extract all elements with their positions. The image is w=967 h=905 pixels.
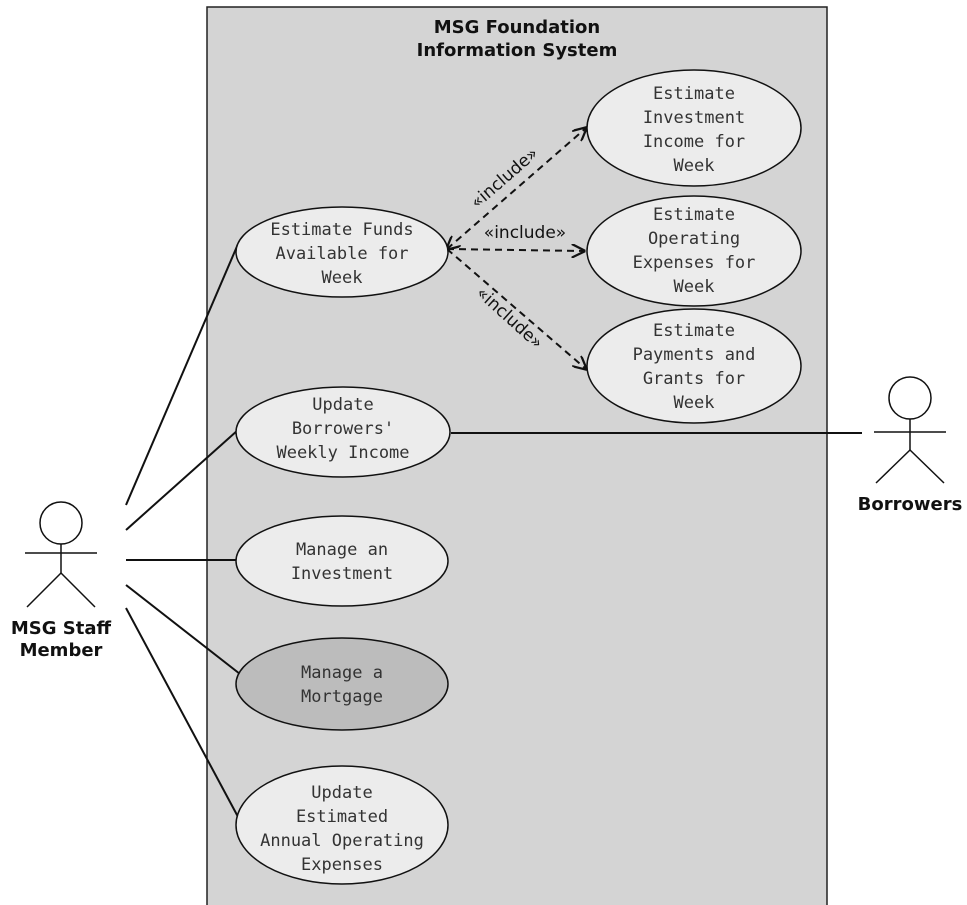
assoc-manage-mortgage [125, 584, 241, 675]
staff-associations [125, 243, 245, 829]
uc-payments-grants-l2: Payments and [633, 345, 756, 365]
usecase-estimate-operating-expenses[interactable] [586, 195, 802, 307]
use-case-labels: Estimate Funds Available for Week Update… [260, 84, 755, 875]
staff-actor-label-line2: Member [20, 640, 103, 661]
system-title-line2: Information System [417, 40, 618, 61]
assoc-update-borrowers [125, 429, 239, 531]
use-cases [235, 69, 802, 885]
uc-investment-income-l1: Estimate [653, 84, 735, 104]
uc-investment-income-l4: Week [674, 156, 715, 176]
staff-actor-leg-right [60, 572, 96, 608]
uc-investment-income-l3: Income for [643, 132, 745, 152]
uc-update-expenses-l2: Estimated [296, 807, 388, 827]
borrowers-actor-leg-left [875, 449, 911, 484]
usecase-update-borrowers-income[interactable] [235, 386, 451, 478]
include-arrows [447, 128, 586, 369]
borrowers-actor-label: Borrowers [858, 494, 963, 515]
uc-update-borrowers-l1: Update [312, 395, 373, 415]
uc-estimate-funds-l1: Estimate Funds [270, 220, 413, 240]
uc-payments-grants-l3: Grants for [643, 369, 745, 389]
uc-payments-grants-l1: Estimate [653, 321, 735, 341]
usecase-manage-mortgage[interactable] [235, 637, 449, 731]
borrowers-actor-figure [874, 376, 946, 484]
staff-actor-head [39, 501, 83, 545]
uc-estimate-funds-l3: Week [322, 268, 363, 288]
assoc-update-expenses [125, 607, 245, 829]
uc-investment-income-l2: Investment [643, 108, 745, 128]
uc-operating-expenses-l3: Expenses for [633, 253, 756, 273]
uc-operating-expenses-l2: Operating [648, 229, 740, 249]
usecase-estimate-funds[interactable] [235, 206, 449, 298]
usecase-manage-investment[interactable] [235, 515, 449, 607]
uc-operating-expenses-l4: Week [674, 277, 715, 297]
uc-update-expenses-l4: Expenses [301, 855, 383, 875]
uc-manage-investment-l1: Manage an [296, 540, 388, 560]
include-arrow-investment-income [447, 128, 586, 249]
borrowers-actor-head [888, 376, 932, 420]
staff-actor-label-line1: MSG Staff [11, 618, 112, 639]
uc-operating-expenses-l1: Estimate [653, 205, 735, 225]
uc-manage-mortgage-l1: Manage a [301, 663, 383, 683]
borrowers-actor-leg-right [909, 449, 945, 484]
uc-update-borrowers-l3: Weekly Income [276, 443, 409, 463]
staff-actor-leg-left [26, 572, 62, 608]
uc-manage-mortgage-l2: Mortgage [301, 687, 383, 707]
uc-manage-investment-l2: Investment [291, 564, 393, 584]
uc-payments-grants-l4: Week [674, 393, 715, 413]
include-label-2: «include» [484, 223, 566, 243]
uc-update-borrowers-l2: Borrowers' [292, 419, 394, 439]
uc-update-expenses-l1: Update [311, 783, 372, 803]
uc-update-expenses-l3: Annual Operating [260, 831, 424, 851]
uc-estimate-funds-l2: Available for [275, 244, 408, 264]
usecase-estimate-payments-grants[interactable] [586, 308, 802, 424]
include-arrow-payments-grants [446, 248, 586, 369]
usecase-estimate-investment-income[interactable] [586, 69, 802, 187]
usecase-update-operating-expenses[interactable] [235, 765, 449, 885]
include-arrow-operating-expenses [446, 249, 584, 251]
staff-actor-figure [25, 501, 97, 608]
assoc-estimate-funds [125, 243, 239, 506]
system-title-line1: MSG Foundation [434, 17, 600, 38]
